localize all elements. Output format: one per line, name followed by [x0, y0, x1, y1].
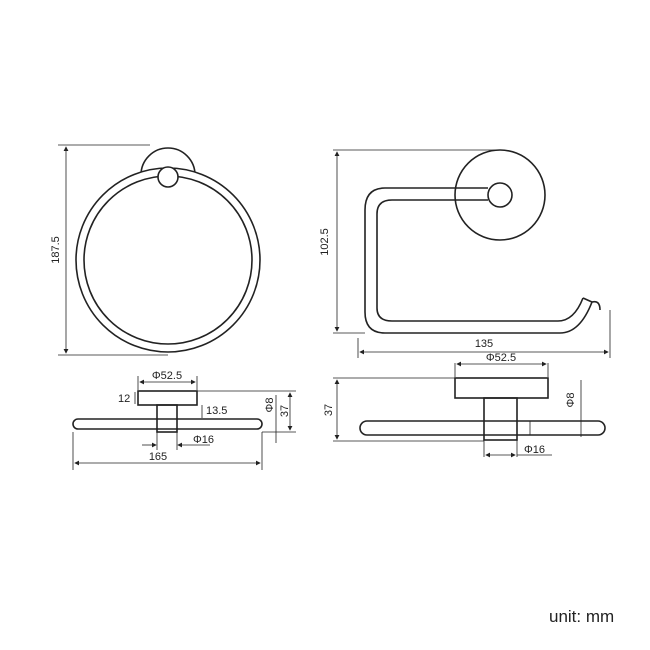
ring-depth: 37 — [279, 405, 291, 417]
holder-neck-diameter: Φ16 — [524, 444, 545, 456]
ring-plate-diameter: Φ52.5 — [152, 370, 182, 382]
ring-neck-diameter: Φ16 — [193, 434, 214, 446]
paper-holder-side-view: Φ52.5 37 Φ8 Φ16 — [323, 352, 606, 458]
holder-width-label: 135 — [475, 338, 493, 350]
holder-bar-diameter: Φ8 — [565, 393, 577, 408]
unit-label: unit: mm — [549, 607, 615, 626]
ring-width: 165 — [149, 451, 167, 463]
towel-ring-side-view: Φ52.5 12 13.5 37 Φ8 Φ16 165 — [72, 370, 296, 470]
ring-height-label: 187.5 — [50, 236, 62, 264]
holder-height-label: 102.5 — [319, 228, 331, 256]
ring-neck-length: 13.5 — [206, 405, 227, 417]
holder-plate-diameter: Φ52.5 — [486, 352, 516, 364]
ring-plate-thickness: 12 — [118, 393, 130, 405]
towel-ring-front-view: 187.5 — [50, 144, 261, 356]
holder-depth: 37 — [323, 404, 335, 416]
ring-bar-diameter: Φ8 — [264, 398, 276, 413]
paper-holder-front-view: 102.5 135 — [319, 149, 611, 358]
